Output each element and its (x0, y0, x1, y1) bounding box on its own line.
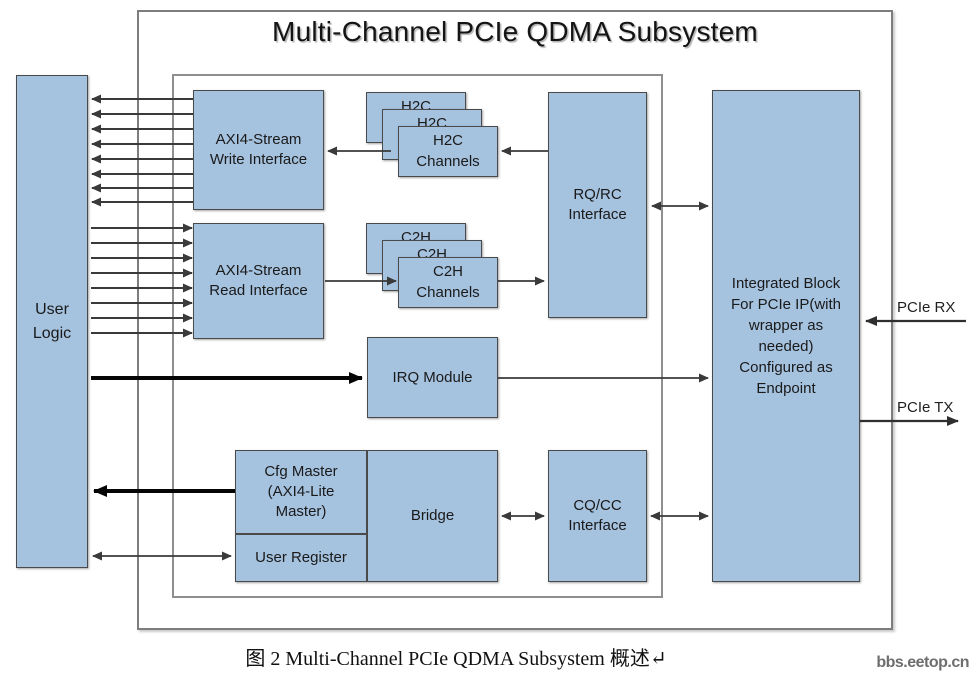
dma-core-boundary (172, 74, 663, 598)
block-h2c-channels: H2C Channels (398, 126, 498, 177)
block-user-register: User Register (235, 534, 367, 582)
block-irq-module: IRQ Module (367, 337, 498, 418)
pcie-rx-label: PCIe RX (897, 299, 956, 316)
block-c2h-channels: C2H Channels (398, 257, 498, 308)
block-user-logic: User Logic (16, 75, 88, 568)
pcie-tx-label: PCIe TX (897, 399, 954, 416)
block-cfg-master: Cfg Master (AXI4-Lite Master) (235, 450, 367, 534)
block-cq-cc-interface: CQ/CC Interface (548, 450, 647, 582)
block-bridge: Bridge (367, 450, 498, 582)
block-rq-rc-interface: RQ/RC Interface (548, 92, 647, 318)
block-axi4-stream-read-interface: AXI4-Stream Read Interface (193, 223, 324, 339)
block-integrated-pcie-block: Integrated Block For PCIe IP(with wrappe… (712, 90, 860, 582)
watermark: bbs.eetop.cn (876, 654, 969, 671)
diagram-title: Multi-Channel PCIe QDMA Subsystem (272, 16, 758, 47)
figure-caption: 图 2 Multi-Channel PCIe QDMA Subsystem 概述… (245, 648, 667, 670)
block-axi4-stream-write-interface: AXI4-Stream Write Interface (193, 90, 324, 210)
